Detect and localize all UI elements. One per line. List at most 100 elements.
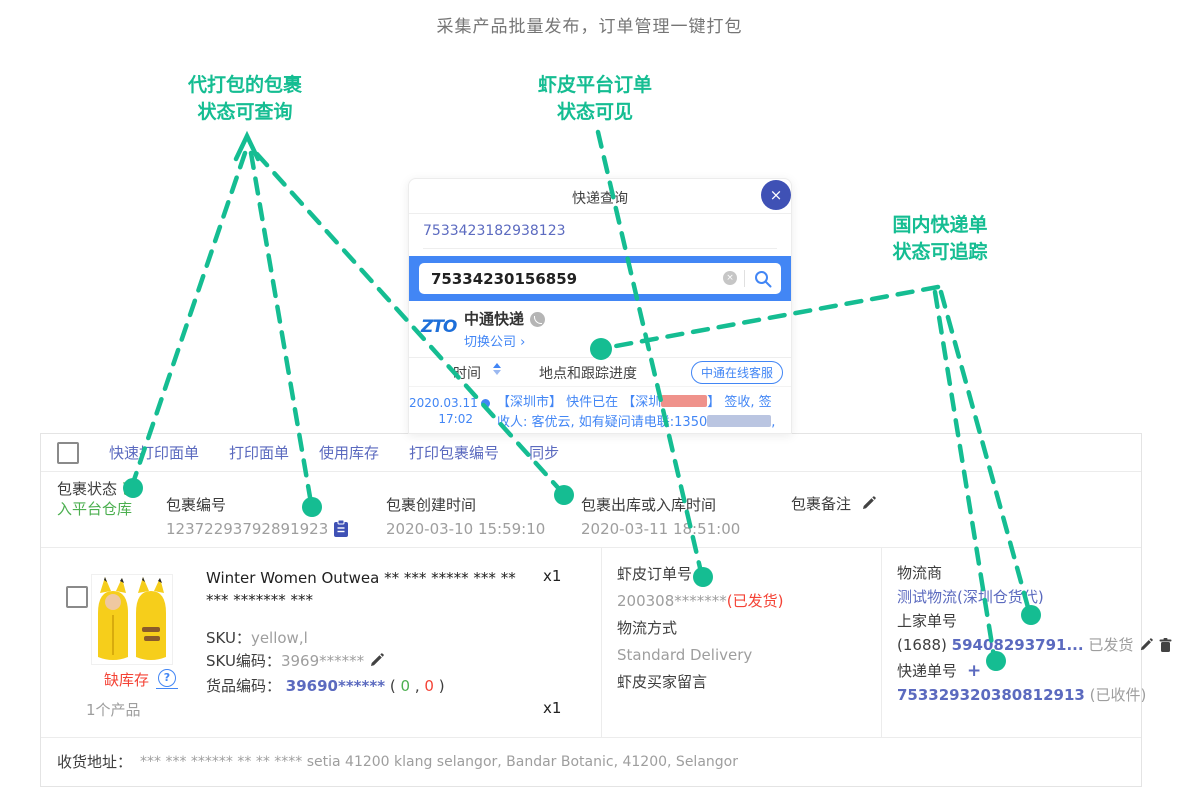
item-code-label: 货品编码： <box>206 677 282 695</box>
product-title[interactable]: Winter Women Outwea ** *** ***** *** ** … <box>206 569 516 609</box>
upstream-number-link[interactable]: 59408293791... <box>951 636 1084 654</box>
annotation-shopee-order: 虾皮平台订单 状态可见 <box>495 72 695 126</box>
redacted-mask <box>707 415 772 428</box>
page-title: 采集产品批量发布，订单管理一键打包 <box>436 17 743 37</box>
package-remark-block: 包裹备注 <box>791 493 876 515</box>
stock-count-red: 0 <box>424 677 434 695</box>
product-row: 缺库存 ? 1个产品 Winter Women Outwea ** *** **… <box>41 547 1172 738</box>
product-qty: x1 <box>543 567 562 585</box>
tracking-date: 2020.03.11 <box>409 396 478 410</box>
logistics-value: Standard Delivery <box>617 646 753 664</box>
sort-icon[interactable] <box>493 363 502 375</box>
search-divider <box>744 270 745 287</box>
logistics-label: 物流方式 <box>617 619 678 637</box>
product-qty-total: x1 <box>543 699 562 717</box>
arrow-up-icon <box>233 130 261 162</box>
tracking-status: (已收件) <box>1089 686 1147 704</box>
tracking-history-number[interactable]: 7533423182938123 <box>423 214 777 249</box>
select-all-checkbox[interactable] <box>57 441 79 464</box>
place-column-header: 地点和跟踪进度 <box>539 366 637 382</box>
order-no-label: 虾皮订单号 <box>617 565 693 583</box>
shipping-column: 物流商 测试物流(深圳仓货代) 上家单号 (1688) 59408293791.… <box>897 547 1172 707</box>
out-of-stock-badge: 缺库存 <box>104 671 150 689</box>
copy-clipboard-icon[interactable] <box>334 519 349 541</box>
express-query-popup: 快递查询 × 7533423182938123 75334230156859 ×… <box>408 178 792 434</box>
package-status-label: 包裹状态 <box>57 480 118 498</box>
delete-upstream-icon[interactable] <box>1159 638 1172 656</box>
annotation-package-status-line1: 代打包的包裹 <box>187 74 302 96</box>
comma: , <box>414 677 420 695</box>
shopee-order-column: 虾皮订单号 200308*******(已发货) 物流方式 Standard D… <box>617 547 867 696</box>
carrier-name: 中通快递 <box>464 308 546 329</box>
clear-icon[interactable]: × <box>723 271 737 285</box>
annotation-package-status: 代打包的包裹 状态可查询 <box>140 72 350 126</box>
package-inout-label: 包裹出库或入库时间 <box>581 496 717 514</box>
tracking-detail-text: 【深圳市】 快件已在 【深圳】 签收, 签收人: 客优云, 如有疑问请电联:13… <box>497 393 781 433</box>
search-icon[interactable] <box>753 268 773 299</box>
tracking-seg-2: , 0755-5663- <box>771 415 776 431</box>
zto-logo: ZTO <box>421 317 457 337</box>
carrier-name-text: 中通快递 <box>464 310 525 328</box>
annotation-package-status-line2: 状态可查询 <box>197 101 293 123</box>
annotation-shopee-order-line2: 状态可见 <box>556 101 633 123</box>
paren-close: ) <box>438 677 445 695</box>
time-column-header: 时间 <box>453 366 481 382</box>
package-status-block: 包裹状态 已入平台仓库 <box>57 479 141 519</box>
tracking-search-input[interactable]: 75334230156859 × <box>419 263 781 294</box>
close-icon[interactable]: × <box>761 180 791 210</box>
product-sku-block: SKU：yellow,l SKU编码：3969****** 货品编码： 3969… <box>206 627 445 698</box>
address-value: *** *** ****** ** ** **** setia 41200 kl… <box>140 753 738 770</box>
product-image[interactable] <box>91 574 173 665</box>
tracking-timestamp: 2020.03.11 17:02 <box>409 395 478 427</box>
package-created-label: 包裹创建时间 <box>386 496 477 514</box>
menu-quick-print-label[interactable]: 快速打印面单 <box>109 444 200 462</box>
product-count: 1个产品 <box>86 701 141 719</box>
sku-code-label: SKU编码： <box>206 652 281 670</box>
order-table: 快速打印面单 打印面单 使用库存 打印包裹编号 同步 包裹状态 已入平台仓库 包… <box>40 433 1172 787</box>
package-info-row: 包裹状态 已入平台仓库 包裹编号 12372293792891923 包裹创建时… <box>41 471 1141 548</box>
package-created-block: 包裹创建时间 2020-03-10 15:59:10 <box>386 493 545 541</box>
annotation-domestic-tracking-line2: 状态可追踪 <box>892 241 988 263</box>
annotation-domestic-tracking-line1: 国内快递单 <box>892 214 988 236</box>
column-divider <box>881 547 882 737</box>
search-input-value[interactable]: 75334230156859 <box>431 270 578 288</box>
search-band: 75334230156859 × <box>409 256 791 301</box>
sku-code-value: 3969****** <box>280 652 365 670</box>
annotation-shopee-order-line1: 虾皮平台订单 <box>537 74 652 96</box>
stock-count-green: 0 <box>400 677 411 695</box>
package-number-value: 12372293792891923 <box>166 520 329 538</box>
item-code-value[interactable]: 39690****** <box>285 677 386 695</box>
provider-link[interactable]: 测试物流(深圳仓货代) <box>897 588 1044 606</box>
menu-use-stock[interactable]: 使用库存 <box>319 444 380 462</box>
phone-icon[interactable] <box>530 312 546 327</box>
menu-print-label[interactable]: 打印面单 <box>229 444 290 462</box>
tracking-seg-0: 【深圳市】 快件已在 【深圳 <box>497 395 662 410</box>
edit-upstream-icon[interactable] <box>1139 638 1154 656</box>
online-service-button[interactable]: 中通在线客服 <box>690 361 783 384</box>
row-checkbox[interactable] <box>66 586 88 608</box>
edit-remark-icon[interactable] <box>861 496 876 515</box>
menu-print-package-no[interactable]: 打印包裹编号 <box>409 444 500 462</box>
popup-header: 快递查询 × <box>409 179 791 214</box>
provider-label: 物流商 <box>897 564 943 582</box>
edit-sku-code-icon[interactable] <box>369 653 384 672</box>
package-number-label: 包裹编号 <box>166 496 227 514</box>
redacted-mask <box>661 395 708 407</box>
tracking-entry: 2020.03.11 17:02 【深圳市】 快件已在 【深圳】 签收, 签收人… <box>409 387 791 433</box>
address-row: 收货地址： *** *** ****** ** ** **** setia 41… <box>41 737 1141 786</box>
package-remark-label: 包裹备注 <box>791 495 852 513</box>
upstream-status: 已发货 <box>1088 636 1134 654</box>
order-no-value: 200308******* <box>617 592 727 610</box>
help-icon[interactable]: ? <box>158 669 176 687</box>
buyer-note-label: 虾皮买家留言 <box>617 673 708 691</box>
menu-sync[interactable]: 同步 <box>529 444 560 462</box>
tracking-number-link[interactable]: 753329320380812913 <box>897 686 1085 704</box>
toolbar: 快速打印面单 打印面单 使用库存 打印包裹编号 同步 <box>41 434 1141 472</box>
address-label: 收货地址： <box>57 753 133 771</box>
add-tracking-icon[interactable]: + <box>967 661 982 681</box>
switch-company-link[interactable]: 切换公司 › <box>464 335 526 350</box>
timeline-dot-icon <box>481 399 490 408</box>
tracking-time: 17:02 <box>438 412 473 426</box>
column-divider <box>601 547 602 737</box>
